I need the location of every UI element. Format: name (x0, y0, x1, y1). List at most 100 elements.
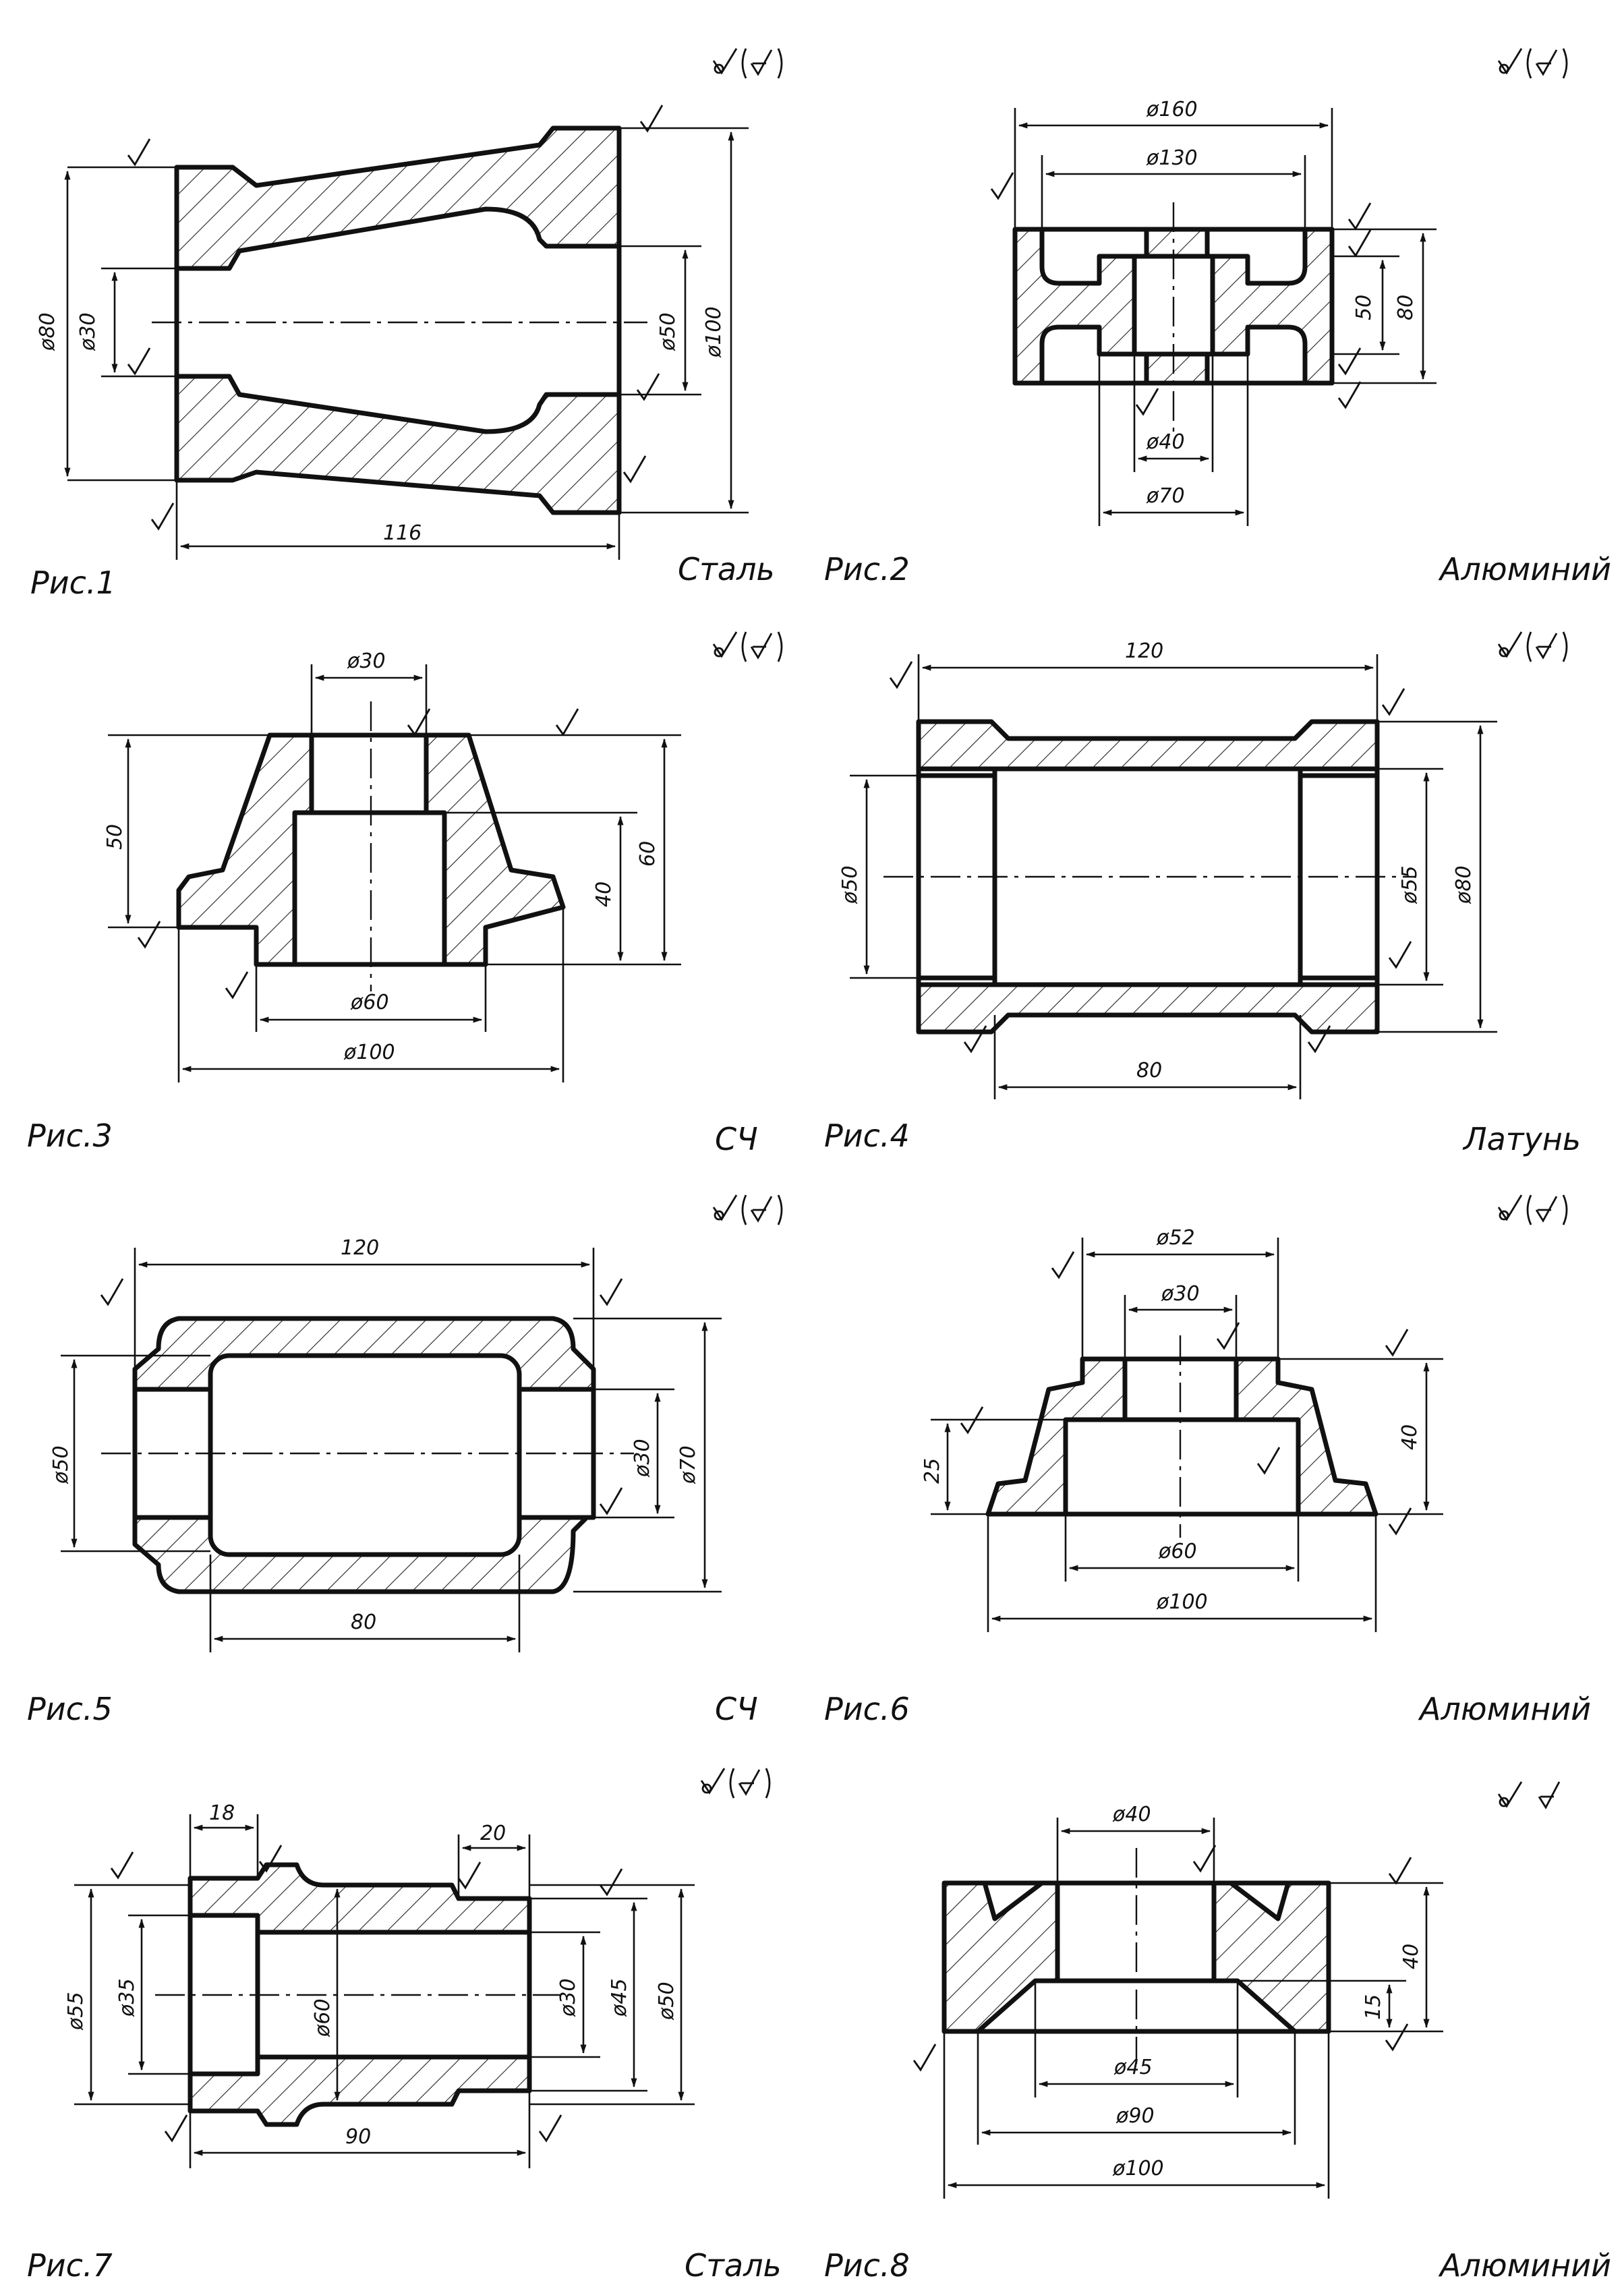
fig6-dim-40: 40 (1398, 1424, 1422, 1450)
fig2-caption: Рис.2 (824, 551, 910, 587)
roughness-icon (137, 920, 161, 948)
fig2-dim-d130: ø130 (1146, 146, 1198, 170)
fig5-dim-d30: ø30 (631, 1439, 654, 1478)
roughness-icon (1135, 387, 1159, 415)
roughness-icon (1337, 380, 1362, 409)
figure-1: 116 ø80 ø30 ø50 ø100 Рис.1 Сталь (30, 47, 783, 601)
roughness-icon (639, 104, 664, 132)
fig3-dim-d60: ø60 (350, 991, 389, 1014)
roughness-icon (555, 707, 579, 736)
roughness-icon (1347, 229, 1372, 257)
fig8-dim-15: 15 (1362, 1994, 1385, 2020)
fig6-dim-25: 25 (921, 1458, 944, 1484)
roughness-icon (1347, 202, 1372, 230)
fig3-caption: Рис.3 (27, 1118, 113, 1154)
roughness-icon (1388, 1856, 1412, 1884)
fig5-dim-d50: ø50 (49, 1445, 73, 1484)
roughness-icon (912, 2043, 937, 2071)
roughness-icon (127, 138, 151, 166)
fig7-dim-d60: ø60 (311, 1998, 335, 2037)
fig1-dim-d100: ø100 (702, 306, 726, 358)
roughness-header-icon (1497, 631, 1568, 663)
figure-6: ø52 ø30 25 40 ø60 ø100 Рис.6 Алюминий (824, 1194, 1591, 1727)
fig4-dim-d55: ø55 (1398, 865, 1422, 904)
roughness-icon (599, 1277, 623, 1306)
roughness-icon (1192, 1844, 1217, 1872)
fig2-dim-d40: ø40 (1146, 430, 1185, 454)
figure-5: 120 ø50 ø30 ø70 80 Рис.5 СЧ (27, 1194, 783, 1727)
fig4-caption: Рис.4 (824, 1118, 910, 1154)
fig5-dim-d70: ø70 (676, 1445, 700, 1484)
fig5-cavity (208, 1353, 522, 1557)
fig4-material: Латунь (1462, 1121, 1581, 1157)
fig5-dim-80: 80 (351, 1611, 376, 1634)
roughness-icon (1385, 2023, 1409, 2051)
fig8-dim-d100: ø100 (1112, 2157, 1164, 2180)
fig7-counterbore (187, 1913, 260, 2077)
fig8-material: Алюминий (1438, 2247, 1611, 2284)
fig7-dim-18: 18 (209, 1801, 235, 1825)
fig7-dim-90: 90 (345, 2125, 371, 2149)
fig3-material: СЧ (715, 1121, 758, 1157)
fig8-dim-d45: ø45 (1113, 2056, 1153, 2079)
fig3-dim-60: 60 (636, 841, 660, 867)
fig3-main-bore (292, 810, 447, 967)
fig1-dim-d80: ø80 (36, 312, 59, 351)
fig4-dim-80: 80 (1136, 1059, 1162, 1082)
fig1-dim-length: 116 (383, 521, 422, 545)
figure-7: 18 20 ø55 ø35 ø60 ø30 ø45 ø50 90 (27, 1767, 782, 2284)
roughness-header-icon (712, 47, 783, 80)
fig2-material: Алюминий (1438, 551, 1611, 587)
figure-8: ø40 40 15 ø45 ø90 ø100 Рис.8 Алюминий (824, 1781, 1611, 2284)
fig1-dim-d30: ø30 (76, 312, 100, 351)
figure-2: ø160 ø130 50 80 ø40 ø70 Рис.2 Алюминий (824, 47, 1611, 587)
fig4-dim-d50: ø50 (838, 865, 862, 904)
fig7-dim-d50: ø50 (655, 1981, 678, 2021)
fig2-dim-80: 80 (1394, 295, 1418, 320)
roughness-icon (457, 1861, 482, 1889)
fig5-dim-120: 120 (341, 1236, 379, 1260)
roughness-icon (150, 502, 175, 530)
fig8-caption: Рис.8 (824, 2247, 910, 2284)
fig7-dim-d45: ø45 (608, 1978, 631, 2017)
roughness-header-icon (712, 1194, 783, 1226)
roughness-icon (538, 2114, 562, 2142)
roughness-icon (1388, 1507, 1412, 1535)
fig7-dim-20: 20 (480, 1822, 506, 1845)
fig4-dim-d80: ø80 (1452, 865, 1476, 904)
fig6-main-bore (1063, 1417, 1301, 1517)
fig1-dim-d50: ø50 (656, 312, 680, 351)
roughness-icon (599, 1868, 623, 1896)
fig8-dim-40: 40 (1399, 1944, 1423, 1969)
fig7-material: Сталь (685, 2247, 782, 2284)
fig4-dim-120: 120 (1125, 639, 1163, 663)
roughness-icon (1337, 347, 1362, 375)
fig7-caption: Рис.7 (27, 2247, 113, 2284)
fig6-dim-d30: ø30 (1161, 1282, 1200, 1306)
fig2-dim-50: 50 (1352, 295, 1376, 320)
roughness-icon (622, 455, 647, 483)
roughness-header-icon (1497, 1781, 1561, 1810)
fig3-dim-40: 40 (592, 881, 616, 907)
roughness-icon (100, 1277, 124, 1306)
fig6-dim-d60: ø60 (1158, 1540, 1197, 1563)
roughness-icon (225, 971, 249, 999)
roughness-icon (889, 660, 913, 689)
fig8-dim-d90: ø90 (1115, 2104, 1155, 2128)
fig3-dim-d100: ø100 (343, 1041, 395, 1064)
roughness-icon (990, 171, 1014, 200)
fig7-dim-d35: ø35 (115, 1978, 139, 2017)
figure-3: ø30 50 40 60 ø60 ø100 Рис.3 СЧ (27, 631, 783, 1157)
fig2-dim-d70: ø70 (1146, 484, 1185, 508)
fig3-dim-50: 50 (103, 824, 127, 850)
roughness-icon (1385, 1328, 1409, 1356)
figure-4: 120 ø50 ø55 ø80 80 Рис.4 Латунь (824, 631, 1581, 1157)
fig8-dim-d40: ø40 (1112, 1803, 1151, 1826)
fig7-dim-d30: ø30 (556, 1978, 580, 2017)
fig6-material: Алюминий (1418, 1691, 1591, 1727)
fig6-caption: Рис.6 (824, 1691, 910, 1727)
roughness-header-icon (1497, 1194, 1568, 1226)
fig3-top-bore (309, 732, 429, 819)
roughness-header-icon (700, 1767, 771, 1799)
